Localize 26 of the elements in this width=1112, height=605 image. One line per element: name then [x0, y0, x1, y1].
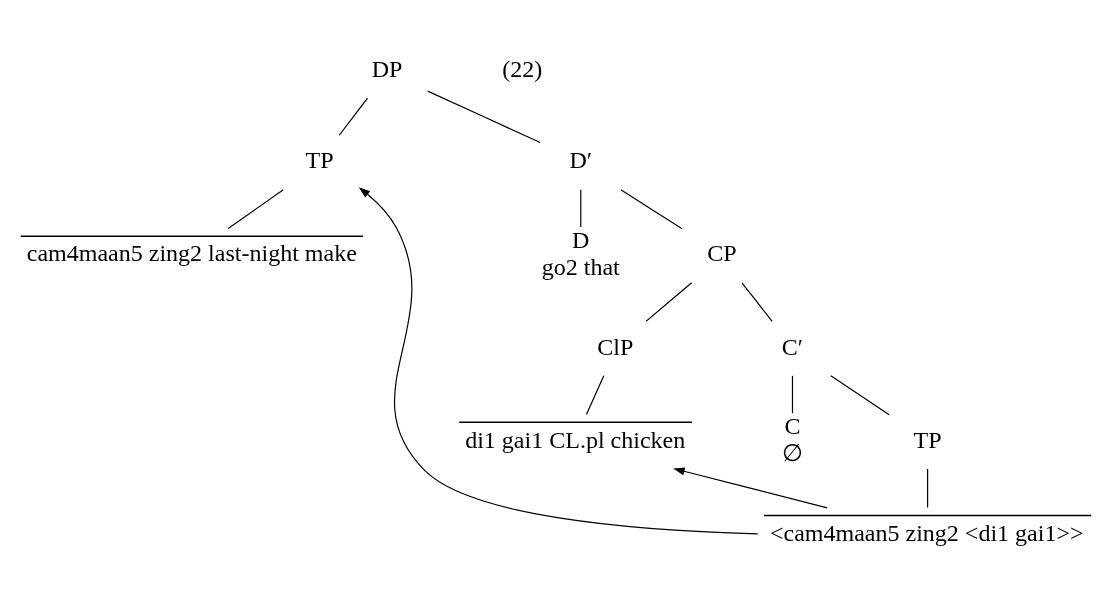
arrow — [358, 186, 759, 534]
connector — [927, 467, 929, 508]
node-text: DP — [371, 55, 403, 82]
connector — [741, 281, 773, 322]
connector — [645, 281, 693, 322]
node-text: TP — [305, 146, 334, 173]
node-text: cam4maan5 zing2 last-night make — [26, 239, 357, 266]
connector — [427, 90, 541, 143]
connector — [338, 97, 369, 136]
connector — [227, 188, 284, 229]
node-text: CP — [707, 239, 737, 266]
node-text: C ∅ — [781, 412, 803, 466]
node-text: TP — [913, 426, 942, 453]
node-text: D′ — [569, 146, 593, 173]
node-text: ClP — [597, 333, 634, 359]
arrow — [673, 466, 828, 508]
connector — [580, 188, 582, 228]
node-text: di1 gai1 CL.pl chicken — [465, 426, 686, 453]
connector — [585, 374, 605, 415]
node-text: C′ — [781, 333, 804, 359]
node-text: D go2 that — [541, 226, 620, 280]
node-text: <cam4maan5 zing2 <di1 gai1>> — [769, 519, 1084, 546]
connector — [791, 374, 794, 414]
connector — [830, 374, 890, 415]
label: (22) — [502, 55, 543, 82]
connector — [620, 188, 683, 229]
